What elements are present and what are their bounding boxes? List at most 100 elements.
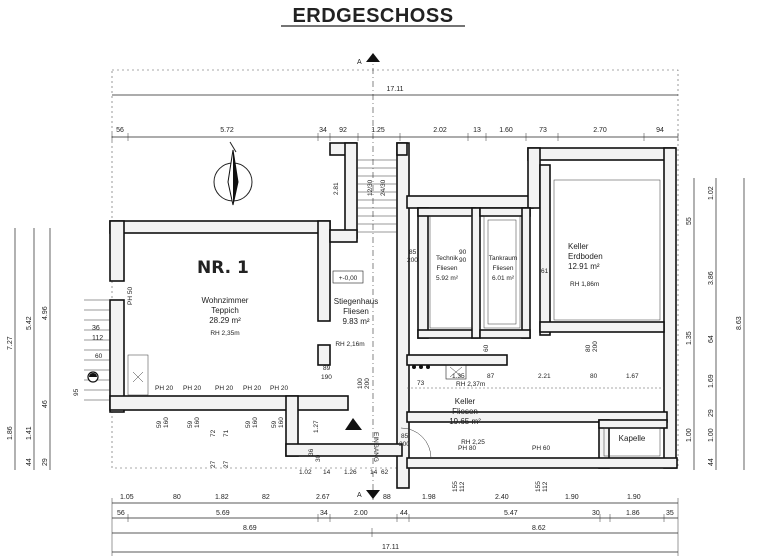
ldim-mid-1: 1.41: [26, 426, 33, 440]
bdim2-3: 2.00: [354, 510, 368, 517]
bdim3-1: 8.62: [532, 525, 546, 532]
dim-112b: 112: [542, 481, 549, 492]
rdim-inner-4: 29: [708, 409, 715, 417]
dim-59b: 59: [187, 420, 194, 428]
room-height: RH 1,86m: [570, 281, 599, 288]
opening-0: PH 20: [155, 385, 173, 392]
bdim1-8: 1.90: [565, 494, 579, 501]
entrance-label: EINGANG: [372, 432, 379, 462]
dim-281: 2.81: [333, 182, 340, 195]
fixture-dot: [419, 365, 423, 369]
dim-112: 112: [459, 481, 466, 492]
room-area: 9.83 m²: [342, 317, 369, 326]
bottom-dims-2: 56 5.69 34 2.00 44 5.47 30 1.86 35: [117, 510, 674, 517]
door-swing: [400, 427, 432, 459]
dim-135: 1.35: [452, 373, 465, 380]
dim-62: 62: [381, 469, 389, 476]
room-name: Tankraum: [489, 255, 518, 262]
room-area: 19.65 m²: [449, 417, 481, 426]
dim-155b: 155: [535, 481, 542, 492]
bdim1-4: 2.67: [316, 494, 330, 501]
room-floor: Fliesen: [452, 407, 478, 416]
dim-200: 200: [407, 257, 418, 264]
plan-title: ERDGESCHOSS: [292, 5, 453, 27]
north-arrow: [213, 141, 253, 206]
dim-155: 155: [452, 481, 459, 492]
ldim-outer-1: 1.86: [7, 426, 14, 440]
room-name: Stiegenhaus: [334, 297, 378, 306]
rdim-inner-0: 1.02: [708, 186, 715, 200]
dim-60: 60: [483, 344, 490, 352]
dim-30: 30: [315, 454, 322, 462]
opening-4: PH 20: [215, 385, 233, 392]
room-keller-erdboden: Keller Erdboden 12.91 m² RH 1,86m: [568, 242, 603, 288]
dim-90: 90: [459, 249, 467, 256]
ldim-outer-0: 7.27: [7, 336, 14, 350]
right-dims: 1.02 3.86 64 1.69 29 1.00 44 8.63 55 1.3…: [686, 186, 743, 466]
room-name: Keller: [568, 242, 589, 251]
dim-59c: 59: [245, 420, 252, 428]
top-dim-8: 73: [539, 127, 547, 134]
bdim2-0: 56: [117, 510, 125, 517]
stair-label-1: 12/30: [367, 179, 374, 196]
bdim1-7: 2.40: [495, 494, 509, 501]
walls: [109, 142, 678, 489]
dim-60b: 60: [95, 353, 103, 360]
top-dim-1: 5.72: [220, 127, 234, 134]
top-overall-dim: 17.11: [387, 86, 404, 93]
dim-160c: 160: [252, 417, 259, 428]
dim-127: 1.27: [313, 420, 320, 433]
bdim2-6: 30: [592, 510, 600, 517]
dim-72: 72: [210, 429, 217, 437]
dim-200b: 200: [592, 341, 599, 352]
bdim2-7: 1.86: [626, 510, 640, 517]
dim-85b: 85: [401, 433, 409, 440]
dim-59d: 59: [271, 420, 278, 428]
entrance-arrow: [345, 418, 362, 430]
dim-100: 100: [357, 378, 364, 389]
bdim1-5: 88: [383, 494, 391, 501]
opening-5: PH 80: [458, 445, 476, 452]
bdim2-2: 34: [320, 510, 328, 517]
level-mark: +-0,00: [339, 275, 358, 282]
room-kapelle: Kapelle: [619, 434, 646, 443]
dim-90b: 90: [459, 257, 467, 264]
room-name: Technik: [436, 255, 459, 262]
dim-89: 89: [323, 365, 331, 372]
dim-36: 36: [308, 448, 315, 456]
staircase: 12/30 24/30: [357, 159, 397, 233]
opening-2: PH 20: [243, 385, 261, 392]
handwritten-label: NR. 1: [197, 258, 249, 278]
meter-icon-fill: [89, 373, 97, 377]
rdim-extra-0: 55: [686, 217, 693, 225]
opening-6: PH 60: [532, 445, 550, 452]
top-dim-4: 1.25: [371, 127, 385, 134]
dim-190: 190: [321, 374, 332, 381]
top-dim-7: 1.60: [499, 127, 513, 134]
room-stiegenhaus: Stiegenhaus Fliesen 9.83 m² RH 2,16m: [334, 297, 378, 348]
room-technik: Technik Fliesen 5.92 m²: [436, 255, 459, 282]
bdim1-2: 1.82: [215, 494, 229, 501]
rdim-outer-0: 8.63: [736, 316, 743, 330]
parapet-36: 36: [92, 325, 100, 332]
opening-3: PH 20: [270, 385, 288, 392]
top-dim-0: 56: [116, 127, 124, 134]
dim-80b: 80: [590, 373, 598, 380]
rdim-inner-5: 1.00: [708, 428, 715, 442]
ldim-mid-2: 44: [26, 458, 33, 466]
top-dim-5: 2.02: [433, 127, 447, 134]
ldim-inner-0: 4.96: [42, 306, 49, 320]
room-area: 12.91 m²: [568, 262, 600, 271]
level-box: [332, 270, 364, 284]
dim-71: 71: [223, 429, 230, 437]
room-height: RH 2,16m: [335, 341, 364, 348]
room-name: Keller: [455, 397, 476, 406]
room-keller: Keller Fliesen 19.65 m² RH 2,25: [449, 397, 485, 446]
room-tankraum: Tankraum Fliesen 6.01 m²: [489, 255, 518, 282]
bdim2-4: 44: [400, 510, 408, 517]
dim-73: 73: [417, 380, 425, 387]
opening-1: PH 20: [183, 385, 201, 392]
rdim-inner-1: 3.86: [708, 271, 715, 285]
rdim-inner-2: 64: [708, 335, 715, 343]
